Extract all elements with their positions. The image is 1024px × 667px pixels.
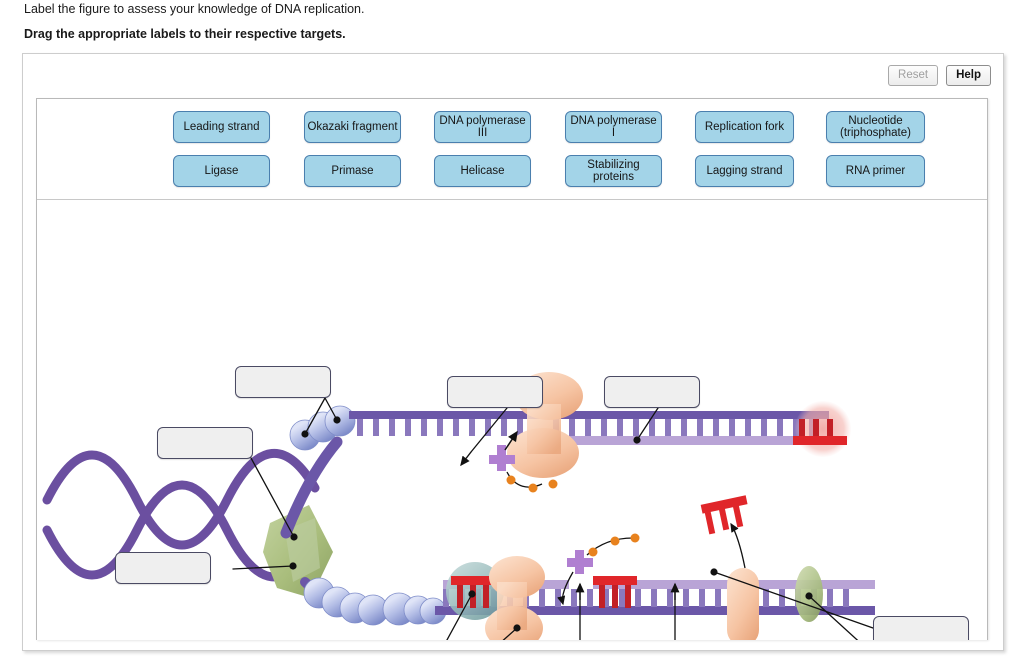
drop-target-4[interactable] [447, 376, 543, 408]
drop-target-1[interactable] [235, 366, 331, 398]
figure-canvas [37, 200, 987, 640]
drag-label-stabilizing-proteins[interactable]: Stabilizing proteins [565, 155, 662, 187]
leader-lines [232, 397, 874, 640]
intro-question-text: Label the figure to assess your knowledg… [24, 2, 365, 16]
dna-polymerase-i [727, 568, 759, 640]
leader-dots [289, 416, 813, 632]
drag-label-rna-primer[interactable]: RNA primer [826, 155, 925, 187]
drop-target-2[interactable] [157, 427, 253, 459]
leading-template-strand [280, 436, 343, 539]
rna-primer-lagging-mid [593, 576, 637, 608]
stabilizing-proteins-upper [289, 405, 356, 451]
upper-template-backbone [349, 411, 829, 436]
dna-polymerase-iii-leading [507, 372, 583, 478]
drop-target-12[interactable] [873, 616, 969, 640]
dna-replication-figure [42, 372, 875, 640]
drag-label-lagging-strand[interactable]: Lagging strand [695, 155, 794, 187]
leader-arrows [460, 451, 680, 600]
drag-label-nucleotide[interactable]: Nucleotide (triphosphate) [826, 111, 925, 143]
dna-polymerase-iii-lagging [485, 556, 545, 640]
toolbar: Reset Help [888, 65, 991, 86]
exercise-panel: Leading strand Okazaki fragment DNA polyme… [36, 98, 988, 640]
nucleotide-triphosphate-leading [489, 430, 558, 493]
parental-dna-helix [42, 448, 320, 582]
drag-label-okazaki-fragment[interactable]: Okazaki fragment [304, 111, 401, 143]
drag-label-dna-polymerase-i[interactable]: DNA polymerase I [565, 111, 662, 143]
exercise-frame: Reset Help Leading strand Okazaki fragmen… [22, 53, 1004, 651]
rna-primer-leading-right [793, 401, 851, 457]
drag-label-leading-strand[interactable]: Leading strand [173, 111, 270, 143]
label-bank: Leading strand Okazaki fragment DNA polyme… [37, 99, 987, 200]
excised-rna-primer [700, 495, 748, 569]
nucleotide-triphosphate-lagging [557, 533, 640, 606]
drop-target-3[interactable] [115, 552, 211, 584]
drag-label-helicase[interactable]: Helicase [434, 155, 531, 187]
intro-instruction-text: Drag the appropriate labels to their res… [24, 27, 346, 41]
drag-label-replication-fork[interactable]: Replication fork [695, 111, 794, 143]
drag-label-ligase[interactable]: Ligase [173, 155, 270, 187]
reset-button[interactable]: Reset [888, 65, 939, 86]
drag-label-primase[interactable]: Primase [304, 155, 401, 187]
drop-target-5[interactable] [604, 376, 700, 408]
drag-label-dna-polymerase-iii[interactable]: DNA polymerase III [434, 111, 531, 143]
help-button[interactable]: Help [946, 65, 991, 86]
stabilizing-proteins-lower [303, 577, 447, 626]
